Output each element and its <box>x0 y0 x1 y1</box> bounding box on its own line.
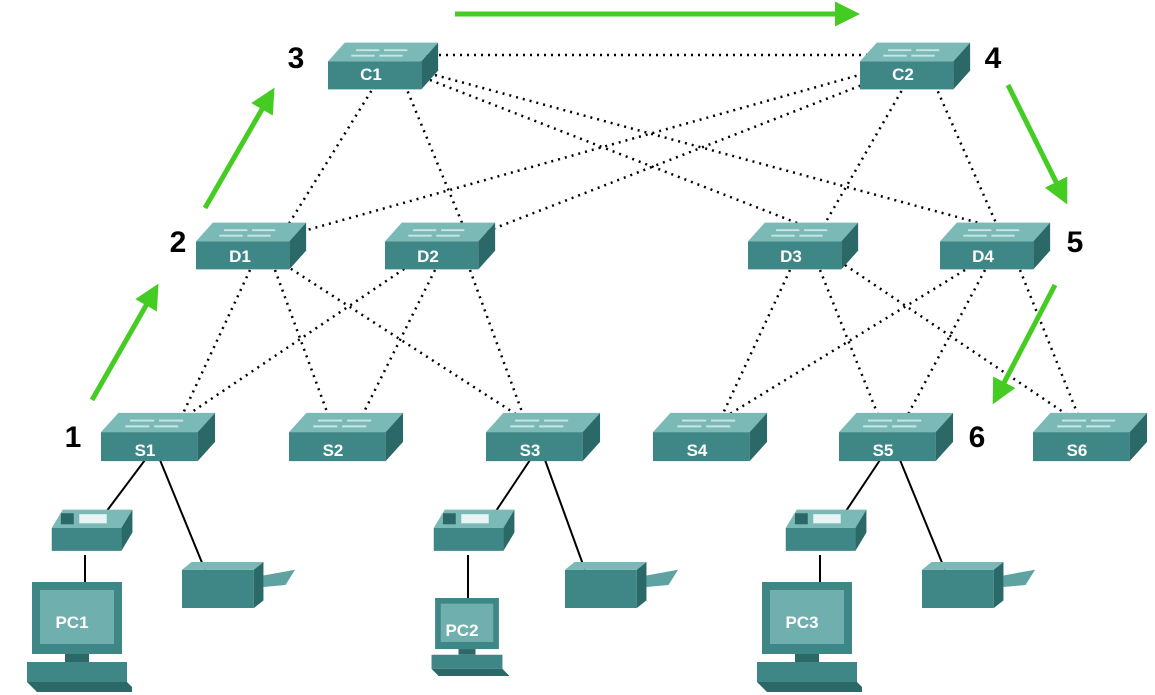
pc-label: PC3 <box>785 613 818 632</box>
switch-label: D1 <box>229 247 251 266</box>
switch-icon <box>860 41 972 91</box>
pc-label: PC2 <box>445 621 478 640</box>
link-c2-d1 <box>299 70 871 234</box>
ip-phone-icon[interactable] <box>51 509 133 551</box>
switch-icon <box>838 411 955 463</box>
switch-c1[interactable]: C1 <box>328 41 440 91</box>
pc-2[interactable]: PC2 <box>431 598 510 676</box>
ip-phone-icon[interactable] <box>785 509 867 551</box>
switch-s1[interactable]: S1 <box>100 411 217 463</box>
pc-icon <box>757 582 862 692</box>
step-number-5: 5 <box>1067 226 1084 259</box>
arrow-2-3 <box>202 87 275 210</box>
link-c1-d4 <box>434 73 1006 232</box>
switch-icon <box>1032 411 1149 463</box>
link-d1-s3 <box>284 263 526 422</box>
switch-icon <box>940 221 1052 271</box>
step-number-4: 4 <box>985 42 1002 75</box>
link-d4-s5 <box>903 269 987 421</box>
switch-s2[interactable]: S2 <box>288 411 405 463</box>
switch-icon <box>485 411 602 463</box>
pc-3[interactable]: PC3 <box>757 582 867 692</box>
link-d1-s1 <box>178 269 252 421</box>
link-c1-d2 <box>403 84 467 231</box>
switch-icon <box>196 221 308 271</box>
switch-d1[interactable]: D1 <box>196 221 308 271</box>
solid-links <box>84 459 946 600</box>
switch-c2[interactable]: C2 <box>860 41 972 91</box>
link-d3-s6 <box>844 263 1076 422</box>
switch-label: S4 <box>687 441 708 460</box>
switch-icon <box>748 221 860 271</box>
ip-phone-icon[interactable] <box>433 509 515 551</box>
pc-label: PC1 <box>55 613 88 632</box>
switch-d3[interactable]: D3 <box>748 221 860 271</box>
switch-icon <box>288 411 405 463</box>
switch-d4[interactable]: D4 <box>940 221 1052 271</box>
printer-icon[interactable] <box>565 562 679 609</box>
link-c2-d2 <box>484 76 881 234</box>
switch-s5[interactable]: S5 <box>838 411 955 463</box>
link-d2-s3 <box>468 269 527 421</box>
switch-icon <box>652 411 769 463</box>
path-arrows <box>89 1 1068 405</box>
switch-icon <box>100 411 217 463</box>
switch-label: C1 <box>360 65 382 84</box>
switch-s4[interactable]: S4 <box>652 411 769 463</box>
switch-label: S2 <box>323 441 344 460</box>
switch-label: D3 <box>780 247 802 266</box>
arrow-5-6 <box>992 283 1058 405</box>
link-d1-s2 <box>273 269 332 421</box>
switch-d2[interactable]: D2 <box>385 221 497 271</box>
switch-label: S3 <box>520 441 541 460</box>
switch-label: S1 <box>135 441 156 460</box>
switch-s6[interactable]: S6 <box>1032 411 1149 463</box>
printer-icon[interactable] <box>922 562 1036 609</box>
printer-icon[interactable] <box>182 562 296 609</box>
switch-icon <box>385 221 497 271</box>
arrow-4-5 <box>1005 83 1068 205</box>
link-d4-s6 <box>1018 269 1082 421</box>
switch-s3[interactable]: S3 <box>485 411 602 463</box>
link-c1-d3 <box>429 78 816 232</box>
switch-icon <box>328 41 440 91</box>
link-c1-d1 <box>283 84 377 231</box>
link-d2-s2 <box>358 269 437 421</box>
link-c2-d4 <box>933 84 1002 233</box>
step-number-6: 6 <box>969 421 986 454</box>
switch-label: D2 <box>417 247 439 266</box>
step-number-2: 2 <box>170 226 187 259</box>
switch-label: S6 <box>1067 441 1088 460</box>
switch-label: D4 <box>972 247 994 266</box>
link-d2-s1 <box>179 263 411 422</box>
step-number-1: 1 <box>65 421 82 454</box>
switch-label: C2 <box>892 65 914 84</box>
link-d3-s5 <box>818 269 882 421</box>
step-number-3: 3 <box>288 42 305 75</box>
switch-label: S5 <box>873 441 894 460</box>
arrow-1-2 <box>89 283 159 402</box>
dotted-links <box>178 53 1082 422</box>
link-c2-d3 <box>818 84 907 233</box>
pc-icon <box>27 582 132 692</box>
pc-1[interactable]: PC1 <box>27 582 137 692</box>
link-d4-s4 <box>719 268 966 422</box>
